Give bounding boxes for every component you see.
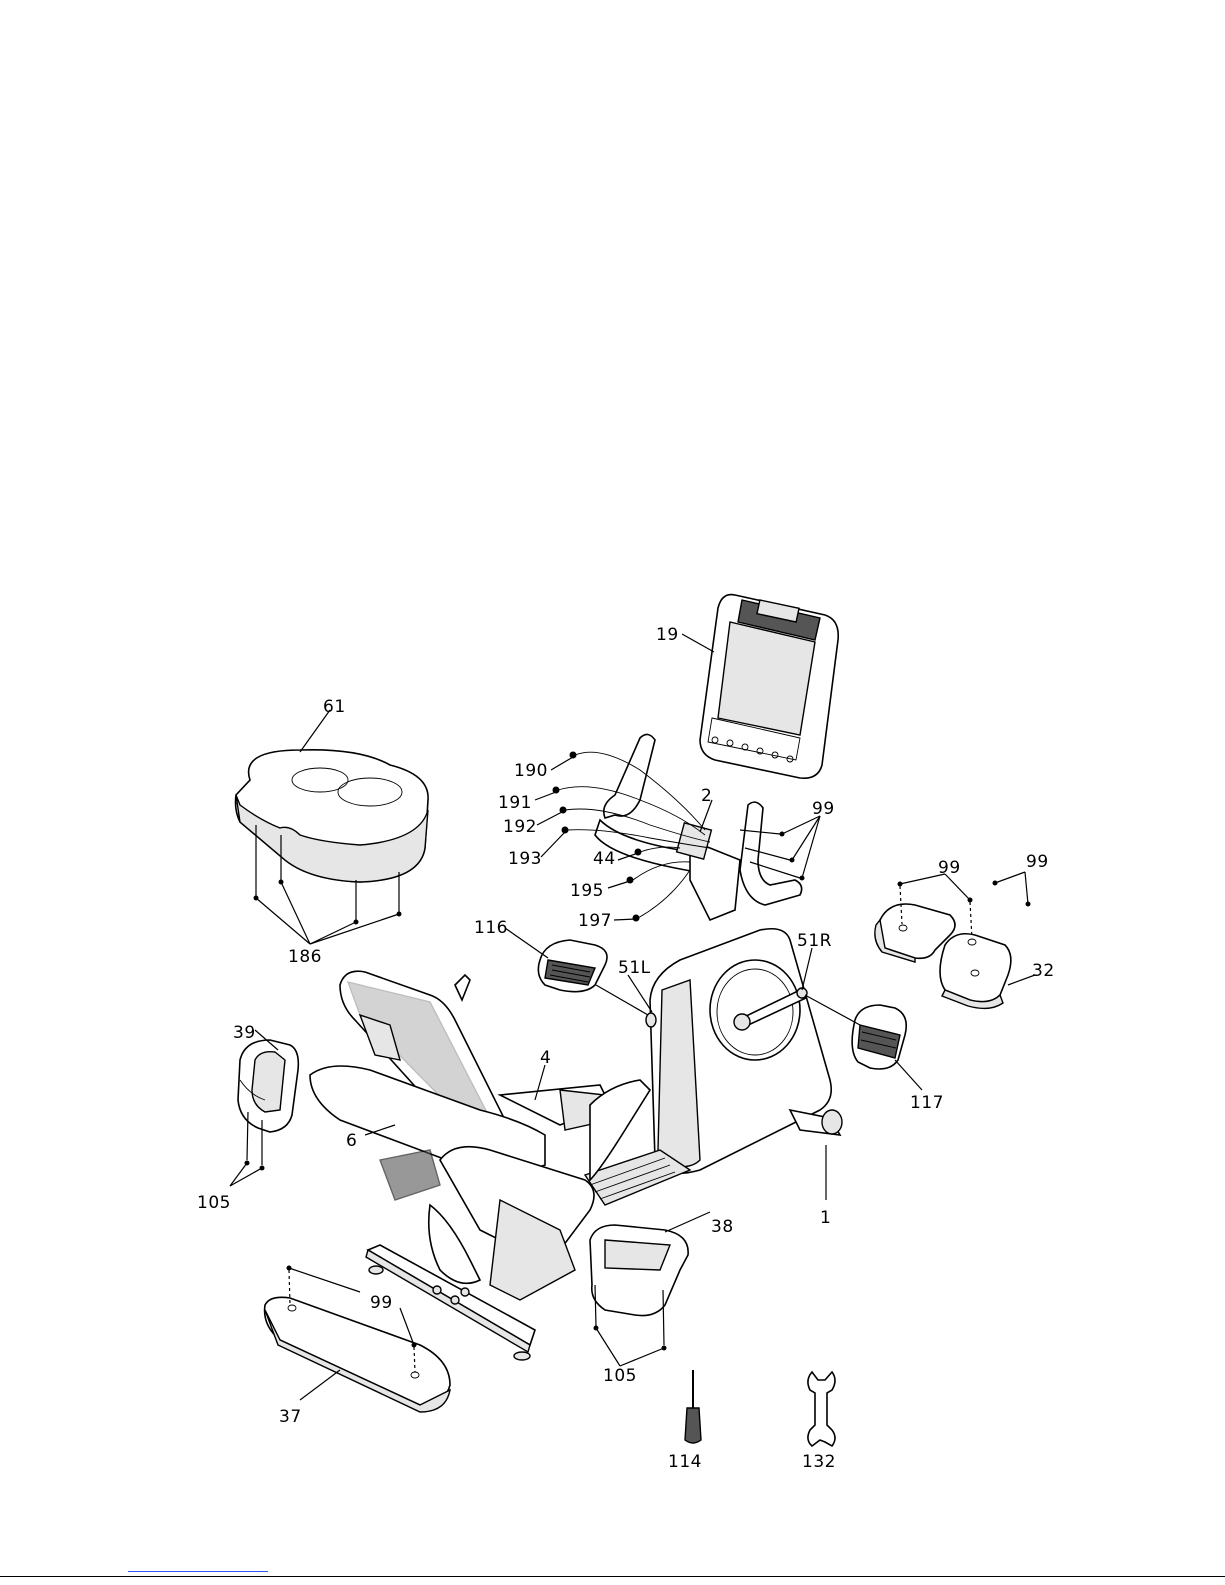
screwdriver-tool bbox=[685, 1370, 701, 1443]
label-6: 6 bbox=[346, 1131, 357, 1151]
label-117: 117 bbox=[910, 1093, 944, 1113]
label-114: 114 bbox=[668, 1452, 702, 1472]
label-197: 197 bbox=[578, 911, 612, 931]
label-132: 132 bbox=[802, 1452, 836, 1472]
label-193: 193 bbox=[508, 849, 542, 869]
label-99-bottom: 99 bbox=[370, 1293, 393, 1313]
label-192: 192 bbox=[503, 817, 537, 837]
label-1: 1 bbox=[820, 1208, 831, 1228]
label-44: 44 bbox=[593, 849, 616, 869]
footer-link-underline bbox=[128, 1571, 268, 1572]
bottom-cover-part bbox=[265, 1297, 450, 1412]
seat-cushion-part bbox=[236, 750, 429, 882]
label-4: 4 bbox=[540, 1048, 551, 1068]
label-2: 2 bbox=[701, 786, 712, 806]
front-cover-part bbox=[590, 1225, 688, 1316]
label-19: 19 bbox=[656, 625, 679, 645]
pedal-right bbox=[852, 1005, 906, 1069]
label-38: 38 bbox=[711, 1217, 734, 1237]
label-99-a: 99 bbox=[938, 858, 961, 878]
label-105-left: 105 bbox=[197, 1193, 231, 1213]
label-32: 32 bbox=[1032, 961, 1055, 981]
label-186: 186 bbox=[288, 947, 322, 967]
label-105-bottom: 105 bbox=[603, 1366, 637, 1386]
label-195: 195 bbox=[570, 881, 604, 901]
label-116: 116 bbox=[474, 918, 508, 938]
label-37: 37 bbox=[279, 1407, 302, 1427]
footer-rule bbox=[0, 1576, 1225, 1577]
label-61: 61 bbox=[323, 697, 346, 717]
label-51R: 51R bbox=[797, 931, 832, 951]
wrench-tool bbox=[808, 1372, 835, 1446]
side-cover-left-part bbox=[238, 1040, 298, 1132]
pedal-left bbox=[538, 940, 607, 992]
label-99-top: 99 bbox=[812, 799, 835, 819]
label-99-b: 99 bbox=[1026, 852, 1049, 872]
label-51L: 51L bbox=[618, 958, 651, 978]
label-39: 39 bbox=[233, 1023, 256, 1043]
label-190: 190 bbox=[514, 761, 548, 781]
console-part bbox=[700, 595, 838, 779]
label-191: 191 bbox=[498, 793, 532, 813]
rear-cover-part bbox=[875, 904, 1011, 1008]
